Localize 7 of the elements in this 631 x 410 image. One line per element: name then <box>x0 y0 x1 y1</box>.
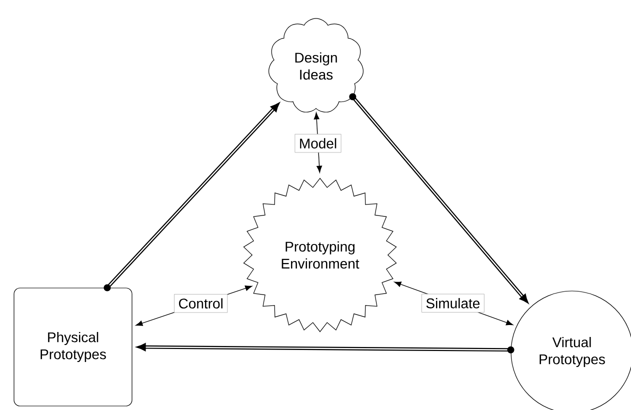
arrow <box>136 343 514 354</box>
arrow <box>104 102 280 292</box>
edge-label: Model <box>294 134 342 153</box>
arrow <box>349 93 529 304</box>
edge-label: Control <box>174 294 228 313</box>
edge-label: Simulate <box>422 294 484 313</box>
rounded-box: Physical Prototypes <box>14 288 132 406</box>
